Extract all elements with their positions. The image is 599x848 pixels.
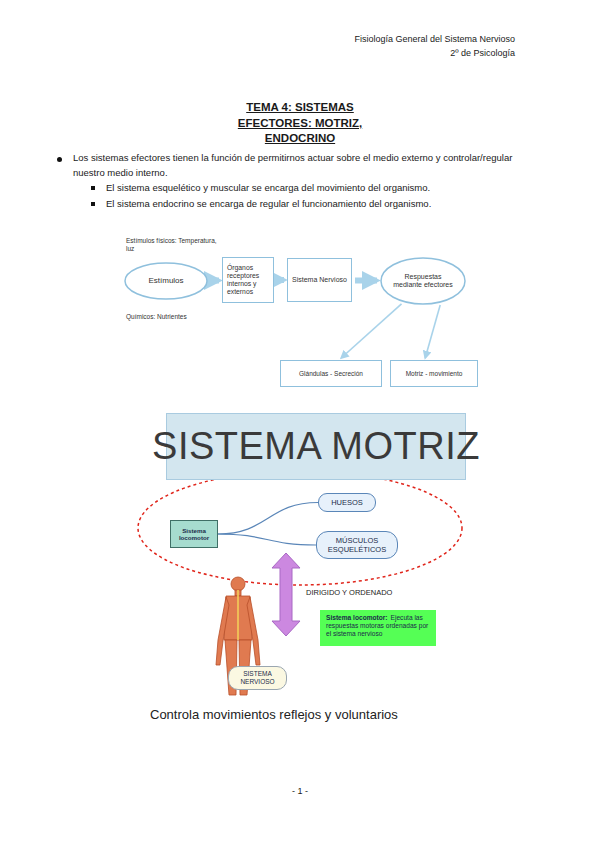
node-text: Sistema locomotor: [326,614,388,621]
flow-arrow [211,278,219,284]
node-text: Sistema locomotor [175,527,213,542]
response-ellipse: Respuestas mediante efectores [380,257,466,305]
link-line [218,534,316,545]
process-box: Órganos receptores internos y externos [222,257,274,303]
note-label: Estímulos físicos: Temperatura, luz [126,237,221,254]
ellipse-outline [125,263,207,299]
effector-box: Motriz - movimiento [390,360,478,387]
node-text: Estímulos [148,276,183,286]
node-text: Glándulas - Secreción [299,370,363,378]
bullet-mark [91,202,95,206]
flow-arrow [425,305,440,358]
node-text: SISTEMA MOTRIZ [152,424,480,470]
arrow-label: DIRIGIDO Y ORDENADO [306,588,392,598]
stimulus-ellipse: Estímulos [124,262,208,300]
running-header: Fisiología General del Sistema Nervioso [354,34,515,46]
effector-box: Glándulas - Secreción [280,360,382,387]
page-number: - 1 - [280,786,320,798]
rounded-box: HUESOS [318,493,376,512]
node-text: Órganos receptores internos y externos [227,264,269,297]
dashed-ellipse [138,471,462,585]
process-box: Sistema Nervioso [287,258,352,302]
node-text: MÚSCULOS ESQUELÉTICOS [321,536,393,554]
rounded-box: MÚSCULOS ESQUELÉTICOS [316,531,398,559]
flow-arrow [341,304,401,358]
flow-arrow [277,277,284,283]
note-label: Químicos: Nutrientes [126,313,226,321]
page-title: TEMA 4: SISTEMAS EFECTORES: MOTRIZ, ENDO… [220,100,380,147]
bullet-mark [57,157,62,162]
ellipse-outline [381,258,465,304]
node-text: Respuestas mediante efectores [390,273,456,290]
bullet-text: El sistema esquelético y muscular se enc… [106,182,536,194]
node-text: Motriz - movimiento [406,370,463,378]
link-line [218,503,318,535]
note-box: Sistema locomotor:Ejecuta las respuestas… [320,610,436,646]
bullet-text: Los sistemas efectores tienen la función… [73,150,535,180]
double-arrow [272,553,300,636]
bullet-mark [91,186,95,190]
bullet-text: El sistema endocrino se encarga de regul… [106,198,536,210]
node-text: SISTEMA NERVIOSO [233,670,282,686]
spine [237,590,239,640]
running-header: 2º de Psicología [450,48,515,60]
title-band: SISTEMA MOTRIZ [166,413,466,480]
flow-arrow [355,278,377,284]
caption-text: Controla movimientos reflejos y voluntar… [150,707,398,724]
process-box: Sistema locomotor [170,520,218,548]
node-text: HUESOS [331,498,363,507]
rounded-box: SISTEMA NERVIOSO [228,666,287,690]
node-text: Sistema Nervioso [292,276,347,284]
